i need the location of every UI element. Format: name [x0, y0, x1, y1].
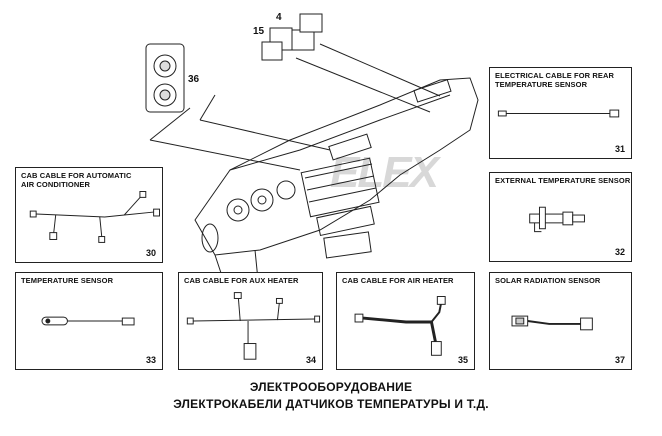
panel-rear-temperature-cable: ELECTRICAL CABLE FOR REAR TEMPERATURE SE… — [489, 67, 632, 159]
panel-number: 37 — [614, 355, 625, 365]
panel-aux-heater-cable: CAB CABLE FOR AUX HEATER 34 — [178, 272, 323, 370]
air-heater-cable-icon — [354, 296, 446, 356]
watermark-logo: ELEX — [330, 148, 439, 197]
panel-number: 35 — [457, 355, 468, 365]
rear-temp-cable-icon — [497, 109, 620, 118]
aux-heater-cable-icon — [186, 292, 321, 360]
panel-title: CAB CABLE FOR AUX HEATER — [184, 276, 299, 285]
panel-title: CAB CABLE FOR AUTOMATIC AIR CONDITIONER — [21, 171, 132, 189]
panel-temperature-sensor: TEMPERATURE SENSOR 33 — [15, 272, 163, 370]
panel-number: 30 — [145, 248, 156, 258]
external-temp-sensor-icon — [529, 206, 585, 233]
panel-title: ELECTRICAL CABLE FOR REAR TEMPERATURE SE… — [495, 71, 615, 89]
panel-number: 31 — [614, 144, 625, 154]
panel-auto-ac-cable: CAB CABLE FOR AUTOMATIC AIR CONDITIONER … — [15, 167, 163, 263]
footer-title-line1: ЭЛЕКТРООБОРУДОВАНИЕ — [249, 380, 413, 394]
panel-number: 34 — [305, 355, 316, 365]
temperature-sensor-icon — [41, 316, 135, 326]
footer-title-line2: ЭЛЕКТРОКАБЕЛИ ДАТЧИКОВ ТЕМПЕРАТУРЫ И Т.Д… — [173, 397, 489, 411]
panel-air-heater-cable: CAB CABLE FOR AIR HEATER 35 — [336, 272, 475, 370]
panel-title: CAB CABLE FOR AIR HEATER — [342, 276, 454, 285]
panel-solar-radiation-sensor: SOLAR RADIATION SENSOR 37 — [489, 272, 632, 370]
callout-4: 4 — [276, 12, 282, 23]
panel-title: EXTERNAL TEMPERATURE SENSOR — [495, 176, 631, 185]
panel-title: SOLAR RADIATION SENSOR — [495, 276, 601, 285]
panel-external-temp-sensor: EXTERNAL TEMPERATURE SENSOR 32 — [489, 172, 632, 262]
callout-15: 15 — [253, 26, 265, 37]
auto-ac-cable-icon — [29, 191, 160, 243]
callout-36: 36 — [188, 74, 200, 85]
solar-sensor-icon — [511, 315, 593, 331]
panel-title: TEMPERATURE SENSOR — [21, 276, 114, 285]
panel-number: 33 — [145, 355, 156, 365]
panel-number: 32 — [614, 247, 625, 257]
